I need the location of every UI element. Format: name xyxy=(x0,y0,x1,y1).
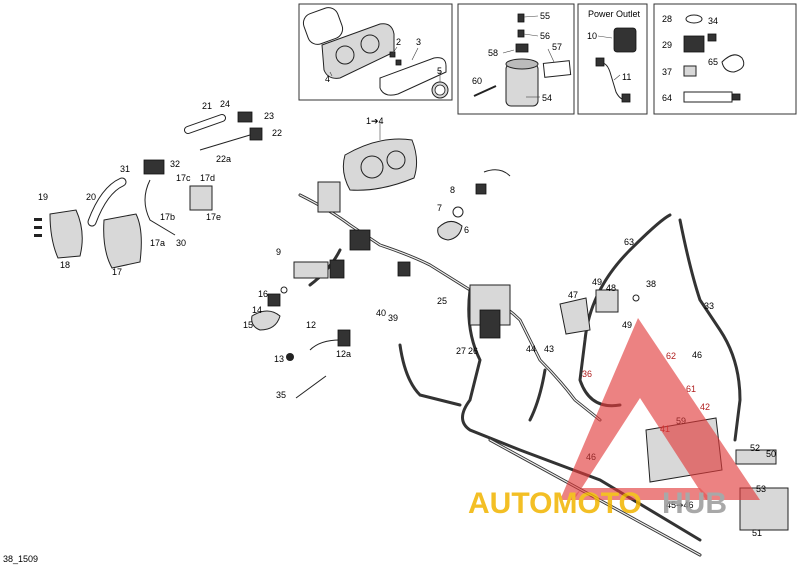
callout-11: 11 xyxy=(622,72,631,82)
callout-46-right: 46 xyxy=(692,350,702,360)
callout-53: 53 xyxy=(756,484,766,494)
callout-43: 43 xyxy=(544,344,554,354)
callout-63: 63 xyxy=(624,237,634,247)
callout-48: 48 xyxy=(606,283,616,293)
callout-32: 32 xyxy=(170,159,180,169)
callout-45-46: 45➔46 xyxy=(666,500,694,510)
callout-10: 10 xyxy=(587,31,597,41)
callout-65: 65 xyxy=(708,57,718,67)
callout-12: 12 xyxy=(306,320,316,330)
automotohub-watermark: AUTOMOTO HUB xyxy=(468,318,760,520)
power-outlet-inset: Power Outlet 10 11 xyxy=(577,3,648,115)
callout-51: 51 xyxy=(752,528,762,538)
callout-22a: 22a xyxy=(216,154,231,164)
left-lower-components xyxy=(251,286,351,399)
callout-37: 37 xyxy=(662,67,672,77)
callout-19: 19 xyxy=(38,192,48,202)
callout-17a: 17a xyxy=(150,238,165,248)
callout-61: 61 xyxy=(686,384,696,394)
callout-34: 34 xyxy=(708,16,718,26)
callout-60: 60 xyxy=(472,76,482,86)
callout-55: 55 xyxy=(540,11,550,21)
callout-38: 38 xyxy=(646,279,656,289)
callout-27: 27 xyxy=(456,346,466,356)
callout-35: 35 xyxy=(276,390,286,400)
power-outlet-part xyxy=(613,27,637,53)
callout-12a: 12a xyxy=(336,349,351,359)
relays-inset: 28 34 29 65 37 64 xyxy=(653,3,797,115)
callout-8: 8 xyxy=(450,185,455,195)
callout-2: 2 xyxy=(396,37,401,47)
callout-64: 64 xyxy=(662,93,672,103)
callout-50: 50 xyxy=(766,449,776,459)
callout-54: 54 xyxy=(542,93,552,103)
fuse-canister-part xyxy=(505,63,539,107)
callout-47: 47 xyxy=(568,290,578,300)
left-components xyxy=(34,111,263,269)
sealant-tube-part xyxy=(683,91,733,103)
callout-18: 18 xyxy=(60,260,70,270)
watermark-triangle-logo xyxy=(560,318,760,500)
lever-housing-part xyxy=(49,209,83,259)
callout-14: 14 xyxy=(252,305,262,315)
fuse-box-inset: 55 56 58 57 60 54 xyxy=(457,3,575,115)
callout-36: 36 xyxy=(582,369,592,379)
label-sticker-part xyxy=(542,60,572,78)
callout-7: 7 xyxy=(437,203,442,213)
callout-40: 40 xyxy=(376,308,386,318)
callout-17: 17 xyxy=(112,267,122,277)
callout-17b: 17b xyxy=(160,212,175,222)
callout-17e: 17e xyxy=(206,212,221,222)
callout-3: 3 xyxy=(416,37,421,47)
watermark-text-hub: HUB xyxy=(662,487,727,520)
callout-42: 42 xyxy=(700,402,710,412)
callout-5: 5 xyxy=(437,66,442,76)
callout-16: 16 xyxy=(258,289,268,299)
callout-58: 58 xyxy=(488,48,498,58)
callout-49-top: 49 xyxy=(592,277,602,287)
callout-57: 57 xyxy=(552,42,562,52)
callout-1-4: 1➔4 xyxy=(366,116,384,126)
callout-24: 24 xyxy=(220,99,230,109)
callout-13: 13 xyxy=(274,354,284,364)
callout-26: 26 xyxy=(468,346,478,356)
relay-part xyxy=(683,35,705,53)
callout-22: 22 xyxy=(272,128,282,138)
callout-52: 52 xyxy=(750,443,760,453)
callout-21: 21 xyxy=(202,101,212,111)
callout-20: 20 xyxy=(86,192,96,202)
gasket-part xyxy=(302,7,344,45)
callout-25: 25 xyxy=(437,296,447,306)
throttle-housing-part xyxy=(103,213,142,269)
callout-4: 4 xyxy=(325,74,330,84)
callout-6: 6 xyxy=(464,225,469,235)
callout-29: 29 xyxy=(662,40,672,50)
callout-28: 28 xyxy=(662,14,672,24)
callout-30: 30 xyxy=(176,238,186,248)
callout-44: 44 xyxy=(526,344,536,354)
bezel-part xyxy=(379,57,447,96)
callout-9: 9 xyxy=(276,247,281,257)
callout-33: 33 xyxy=(704,301,714,311)
callout-39: 39 xyxy=(388,313,398,323)
callouts-main: 21 24 23 22 22a 31 32 17c 17d 20 19 17b … xyxy=(38,99,776,538)
callout-56: 56 xyxy=(540,31,550,41)
callout-15: 15 xyxy=(243,320,253,330)
callout-23: 23 xyxy=(264,111,274,121)
callout-62: 62 xyxy=(666,351,676,361)
callout-31: 31 xyxy=(120,164,130,174)
footer-code: 38_1509 xyxy=(3,554,38,564)
power-outlet-title: Power Outlet xyxy=(588,9,641,19)
gauge-cluster-assembly: 1➔4 xyxy=(342,116,418,191)
watermark-text-automoto: AUTOMOTO xyxy=(468,487,642,520)
callout-17d: 17d xyxy=(200,173,215,183)
gauge-cluster-inset: 4 2 3 5 xyxy=(298,3,453,101)
harness-connectors xyxy=(293,181,511,339)
callout-17c: 17c xyxy=(176,173,191,183)
callout-49-bottom: 49 xyxy=(622,320,632,330)
